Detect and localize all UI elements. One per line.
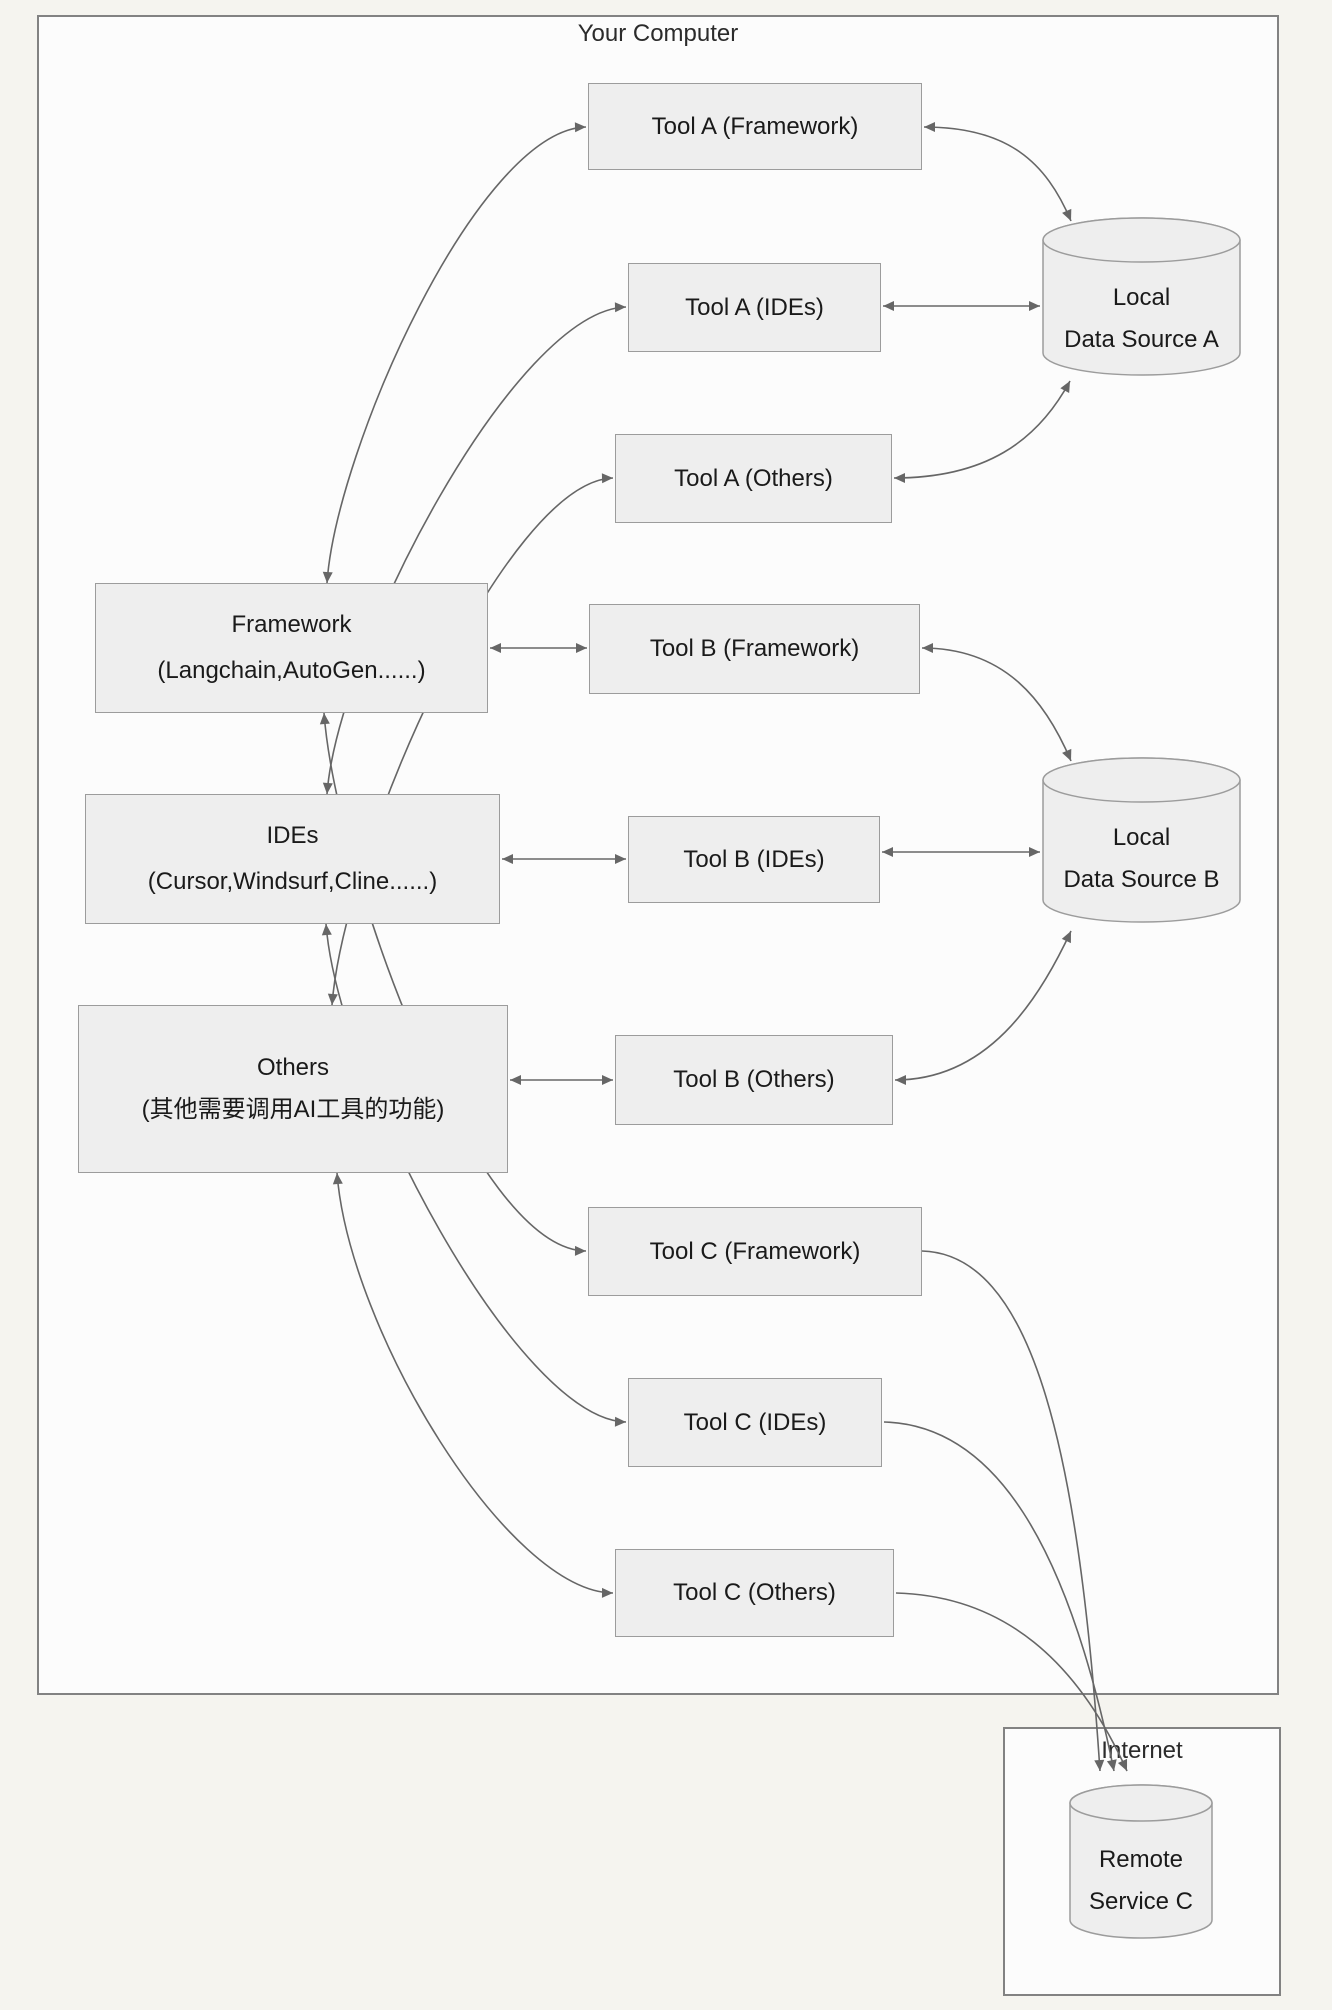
tool-b-others-label: Tool B (Others) (673, 1066, 835, 1094)
ides-host-title: IDEs (266, 822, 319, 849)
ides-host-subtitle: (Cursor,Windsurf,Cline......) (147, 868, 438, 895)
others-host-title: Others (256, 1054, 330, 1081)
tool-a-framework-node: Tool A (Framework) (588, 83, 922, 170)
your-computer-group-label: Your Computer (577, 20, 739, 47)
tool-b-framework-node: Tool B (Framework) (589, 604, 920, 694)
tool-b-ides-node: Tool B (IDEs) (628, 816, 880, 903)
remote-service-c-label: Remote Service C (1088, 1846, 1194, 1915)
tool-c-ides-node: Tool C (IDEs) (628, 1378, 882, 1467)
local-data-source-b-label: Local Data Source B (1063, 824, 1220, 893)
tool-c-framework-node: Tool C (Framework) (588, 1207, 922, 1296)
internet-group-label: Internet (1101, 1737, 1183, 1764)
others-host-node: Others (其他需要调用AI工具的功能) (78, 1005, 508, 1173)
tool-a-framework-label: Tool A (Framework) (651, 112, 859, 140)
framework-host-title: Framework (231, 611, 352, 638)
tool-b-ides-label: Tool B (IDEs) (683, 845, 825, 873)
framework-host-subtitle: (Langchain,AutoGen......) (157, 657, 426, 684)
tool-a-others-node: Tool A (Others) (615, 434, 892, 523)
local-data-source-a-label: Local Data Source A (1064, 284, 1219, 353)
tool-b-framework-label: Tool B (Framework) (649, 635, 860, 663)
tool-c-others-label: Tool C (Others) (673, 1579, 836, 1607)
tool-a-others-label: Tool A (Others) (674, 464, 833, 492)
tool-a-ides-node: Tool A (IDEs) (628, 263, 881, 352)
framework-host-node: Framework (Langchain,AutoGen......) (95, 583, 488, 713)
others-host-subtitle: (其他需要调用AI工具的功能) (141, 1096, 445, 1123)
tool-c-ides-label: Tool C (IDEs) (683, 1408, 827, 1436)
tool-c-others-node: Tool C (Others) (615, 1549, 894, 1637)
tool-c-framework-label: Tool C (Framework) (649, 1237, 861, 1265)
ides-host-node: IDEs (Cursor,Windsurf,Cline......) (85, 794, 500, 924)
tool-b-others-node: Tool B (Others) (615, 1035, 893, 1125)
tool-a-ides-label: Tool A (IDEs) (685, 293, 824, 321)
